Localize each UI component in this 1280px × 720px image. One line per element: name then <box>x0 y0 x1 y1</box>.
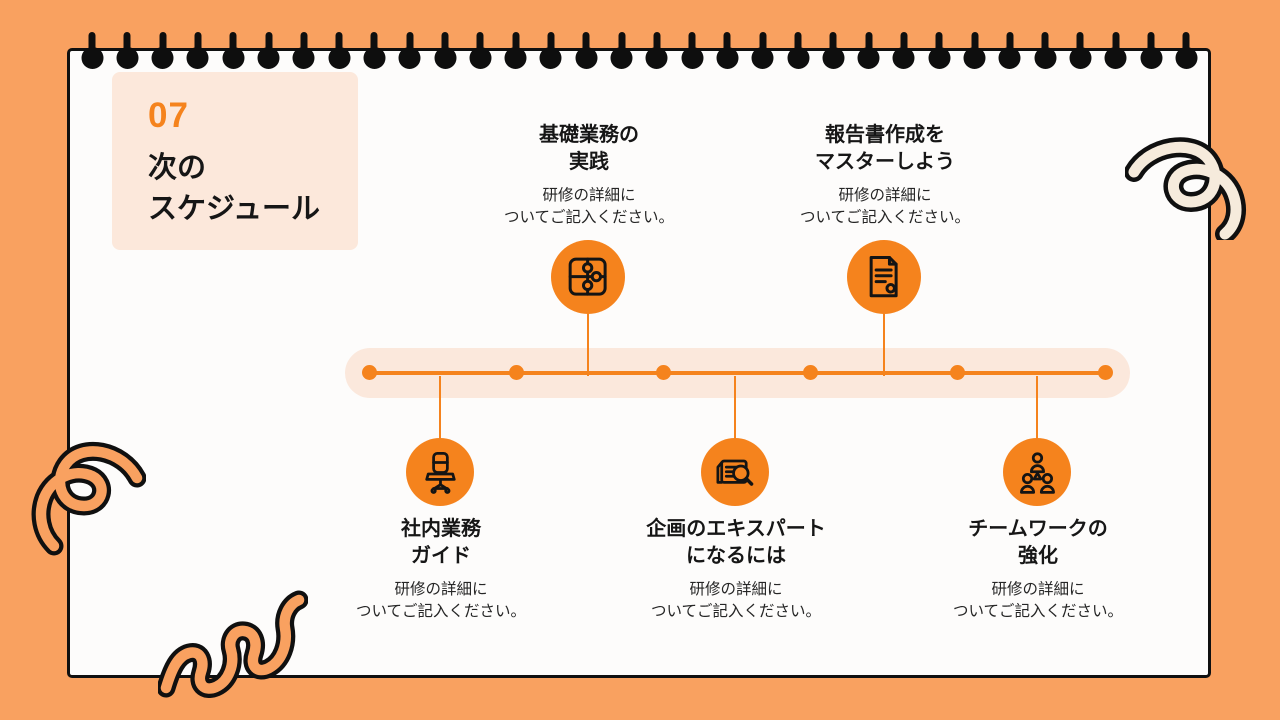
slide-title-line: 次の <box>148 152 207 184</box>
item-title: 基礎業務の 実践 <box>458 122 720 176</box>
binding-pin <box>159 32 167 58</box>
binding-pin <box>335 32 343 58</box>
item-title-line: 実践 <box>569 151 609 173</box>
binding-pin <box>971 32 978 58</box>
binding-pin <box>1147 32 1155 58</box>
binding-pin <box>829 32 837 58</box>
team-icon <box>1019 451 1055 494</box>
item-title-line: 強化 <box>1018 545 1058 567</box>
item-title: 報告書作成を マスターしよう <box>754 122 1016 176</box>
binding-pin <box>547 32 555 58</box>
item-title-line: になるには <box>686 545 786 567</box>
timeline-item-text: チームワークの 強化 研修の詳細に ついてご記入ください。 <box>907 516 1169 622</box>
timeline-band <box>345 348 1130 398</box>
binding-pin <box>476 32 484 58</box>
binding-pin <box>1041 32 1049 58</box>
binding-pin <box>300 32 308 58</box>
binding-pin <box>1076 32 1084 58</box>
item-title-line: 社内業務 <box>401 518 481 540</box>
spiral-binding <box>0 0 1280 80</box>
item-description: 研修の詳細に ついてご記入ください。 <box>907 579 1169 622</box>
item-title: 社内業務 ガイド <box>310 516 572 570</box>
slide-title-line: スケジュール <box>148 193 320 226</box>
item-desc-line: ついてご記入ください。 <box>799 208 971 226</box>
binding-pin <box>1006 32 1014 58</box>
binding-pin <box>406 32 414 58</box>
binding-pin <box>1112 32 1120 58</box>
timeline-line <box>369 371 1105 375</box>
icon-badge <box>551 240 625 314</box>
item-desc-line: 研修の詳細に <box>991 581 1085 598</box>
binding-pin <box>88 32 96 58</box>
slide-title: 次の スケジュール <box>148 148 358 230</box>
binding-pin <box>582 32 590 58</box>
item-desc-line: 研修の詳細に <box>542 187 636 204</box>
office-chair-icon <box>424 451 456 494</box>
zigzag-squiggle-bottom <box>158 590 308 698</box>
icon-badge <box>847 240 921 314</box>
binding-pin <box>1182 32 1190 58</box>
binding-pin <box>370 32 378 58</box>
binding-pin <box>723 32 731 58</box>
binding-pin <box>688 32 696 58</box>
item-desc-line: 研修の詳細に <box>838 187 932 204</box>
item-title-line: 企画のエキスパート <box>646 518 826 540</box>
binding-pin <box>935 32 943 58</box>
connector-line <box>1036 376 1038 439</box>
timeline-dot <box>361 365 377 380</box>
binding-pin <box>441 32 449 58</box>
slide-number: 07 <box>148 96 189 135</box>
item-title: チームワークの 強化 <box>907 516 1169 570</box>
item-desc-line: ついてご記入ください。 <box>650 602 822 620</box>
item-desc-line: 研修の詳細に <box>689 581 783 598</box>
item-description: 研修の詳細に ついてご記入ください。 <box>310 579 572 622</box>
document-icon <box>870 256 898 298</box>
binding-pin <box>900 32 908 58</box>
icon-badge <box>701 438 769 506</box>
item-title-line: ガイド <box>411 545 471 567</box>
curl-squiggle-left <box>31 441 146 556</box>
icon-badge <box>1003 438 1071 506</box>
binding-pin <box>194 32 202 58</box>
newspaper-search-icon <box>716 459 753 486</box>
binding-pin <box>653 32 661 58</box>
timeline-item-text: 企画のエキスパート になるには 研修の詳細に ついてご記入ください。 <box>605 516 867 622</box>
item-title-line: マスターしよう <box>815 151 955 173</box>
connector-line <box>734 376 736 439</box>
title-block: 07 次の スケジュール <box>112 72 358 250</box>
timeline-dot <box>1097 365 1113 380</box>
item-desc-line: ついてご記入ください。 <box>355 602 527 620</box>
item-desc-line: ついてご記入ください。 <box>952 602 1124 620</box>
item-desc-line: ついてご記入ください。 <box>503 208 675 226</box>
connector-line <box>883 312 885 376</box>
timeline-item-text: 社内業務 ガイド 研修の詳細に ついてご記入ください。 <box>310 516 572 622</box>
binding-pin <box>759 32 767 58</box>
timeline-dot <box>950 365 966 380</box>
timeline-dot <box>508 365 524 380</box>
binding-pin <box>265 32 272 58</box>
timeline-item-text: 報告書作成を マスターしよう 研修の詳細に ついてご記入ください。 <box>754 122 1016 228</box>
item-description: 研修の詳細に ついてご記入ください。 <box>605 579 867 622</box>
binding-pin <box>618 32 625 58</box>
binding-pin <box>512 32 520 58</box>
timeline-dot <box>655 365 671 380</box>
item-title-line: 報告書作成を <box>825 124 945 146</box>
binding-pin <box>229 32 237 58</box>
item-title-line: チームワークの <box>968 518 1108 540</box>
item-desc-line: 研修の詳細に <box>394 581 488 598</box>
timeline-item-text: 基礎業務の 実践 研修の詳細に ついてご記入ください。 <box>458 122 720 228</box>
item-description: 研修の詳細に ついてご記入ください。 <box>754 185 1016 228</box>
connector-line <box>587 312 589 376</box>
binding-pin <box>123 32 131 58</box>
connector-line <box>439 376 441 439</box>
puzzle-icon <box>569 258 607 296</box>
timeline-dot <box>803 365 819 380</box>
item-title-line: 基礎業務の <box>539 124 639 146</box>
binding-pin <box>865 32 873 58</box>
item-title: 企画のエキスパート になるには <box>605 516 867 570</box>
item-description: 研修の詳細に ついてご記入ください。 <box>458 185 720 228</box>
binding-pin <box>794 32 802 58</box>
icon-badge <box>406 438 474 506</box>
curl-squiggle-right <box>1125 137 1247 240</box>
